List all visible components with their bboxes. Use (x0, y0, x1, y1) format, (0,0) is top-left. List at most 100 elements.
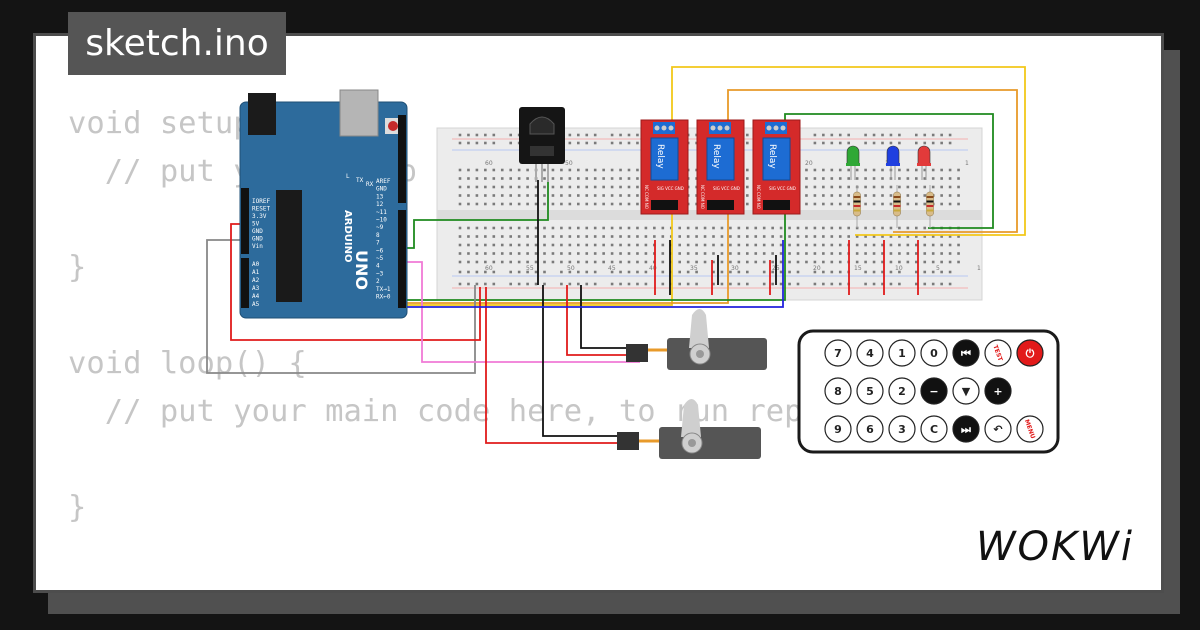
breadboard-hole (881, 202, 884, 206)
remote-button[interactable]: ⏮ (952, 339, 980, 367)
remote-button[interactable]: 5 (856, 377, 884, 405)
remote-button[interactable]: 9 (824, 415, 852, 443)
breadboard-hole (610, 202, 614, 206)
breadboard-hole (915, 141, 918, 145)
breadboard-hole (948, 235, 952, 238)
breadboard-hole (509, 226, 512, 230)
breadboard-hole (729, 252, 732, 255)
breadboard-hole (906, 168, 910, 172)
breadboard-hole (500, 177, 504, 180)
breadboard-hole (931, 141, 935, 145)
remote-button[interactable]: ▼ (952, 377, 980, 405)
breadboard-hole (627, 243, 631, 247)
remote-button[interactable]: ⏻ (1016, 339, 1044, 367)
breadboard-hole (847, 235, 850, 238)
breadboard-hole (526, 260, 529, 264)
remote-button[interactable]: + (984, 377, 1012, 405)
arduino-analog-pin-label: A5 (252, 301, 260, 308)
breadboard-hole (585, 202, 589, 206)
relay-pins: SIG VCC GND (713, 186, 740, 191)
breadboard-hole (923, 141, 927, 145)
remote-button[interactable]: 1 (888, 339, 916, 367)
breadboard-hole (746, 260, 749, 264)
remote-button[interactable]: 3 (888, 415, 916, 443)
code-line: } (68, 490, 87, 525)
remote-button[interactable]: ↶ (984, 415, 1012, 443)
breadboard-hole (838, 141, 842, 145)
breadboard-hole (830, 141, 834, 145)
breadboard-hole (881, 252, 884, 255)
breadboard-hole (771, 235, 774, 238)
breadboard-hole (492, 226, 496, 230)
breadboard-hole (931, 168, 935, 172)
breadboard-hole (898, 260, 901, 264)
breadboard-hole (813, 243, 817, 247)
remote-button[interactable]: 8 (824, 377, 852, 405)
breadboard-hole (695, 235, 698, 238)
breadboard-hole (889, 243, 893, 247)
remote-button-label: 7 (834, 347, 842, 360)
remote-button[interactable]: 2 (888, 377, 916, 405)
breadboard-hole (746, 185, 749, 189)
breadboard-hole (838, 185, 842, 189)
breadboard-hole (568, 252, 572, 255)
breadboard-hole (746, 177, 749, 180)
breadboard-hole (492, 270, 496, 274)
arduino-digital-pin-label: 4 (376, 263, 380, 270)
wire-gray (206, 239, 476, 374)
breadboard-hole (593, 168, 597, 172)
breadboard-hole (864, 235, 867, 238)
remote-button[interactable]: MENU (1016, 415, 1044, 443)
remote-button[interactable]: C (920, 415, 948, 443)
breadboard-hole (526, 226, 529, 230)
breadboard-hole (813, 194, 817, 197)
remote-button[interactable]: − (920, 377, 948, 405)
breadboard-hole (712, 260, 715, 264)
remote-button[interactable]: TEST (984, 339, 1012, 367)
breadboard-hole (517, 270, 521, 274)
breadboard-hole (906, 226, 910, 230)
breadboard-hole (593, 252, 597, 255)
breadboard-hole (889, 133, 893, 137)
breadboard-hole (754, 243, 758, 247)
relay-pins: SIG VCC GND (657, 186, 684, 191)
breadboard-hole (636, 243, 639, 247)
breadboard-hole (467, 202, 470, 206)
breadboard-hole (813, 185, 817, 189)
remote-button-label: 3 (898, 423, 906, 436)
breadboard-column-number: 20 (805, 160, 813, 167)
breadboard-hole (475, 252, 479, 255)
breadboard-hole (593, 141, 597, 145)
breadboard-hole (509, 260, 512, 264)
breadboard-hole (788, 252, 791, 255)
remote-button[interactable]: ⏭ (952, 415, 980, 443)
breadboard-hole (500, 235, 504, 238)
breadboard-hole (948, 177, 952, 180)
remote-button[interactable]: 0 (920, 339, 948, 367)
breadboard-hole (458, 177, 462, 180)
breadboard-hole (855, 235, 859, 238)
breadboard-hole (517, 243, 521, 247)
breadboard-hole (568, 194, 572, 197)
breadboard-hole (830, 133, 834, 137)
breadboard-hole (534, 235, 538, 238)
breadboard-hole (610, 282, 614, 286)
breadboard-hole (534, 260, 538, 264)
breadboard-hole (864, 141, 867, 145)
breadboard-hole (543, 202, 546, 206)
breadboard-hole (568, 168, 572, 172)
breadboard-hole (822, 260, 825, 264)
file-tab[interactable]: sketch.ino (68, 12, 286, 75)
breadboard-hole (610, 168, 614, 172)
breadboard-hole (475, 168, 479, 172)
breadboard-hole (602, 252, 605, 255)
remote-button[interactable]: 4 (856, 339, 884, 367)
breadboard-hole (948, 141, 952, 145)
remote-button[interactable]: 6 (856, 415, 884, 443)
breadboard-hole (610, 235, 614, 238)
breadboard-hole (779, 243, 783, 247)
breadboard-hole (940, 185, 943, 189)
remote-button[interactable]: 7 (824, 339, 852, 367)
breadboard-hole (931, 260, 935, 264)
